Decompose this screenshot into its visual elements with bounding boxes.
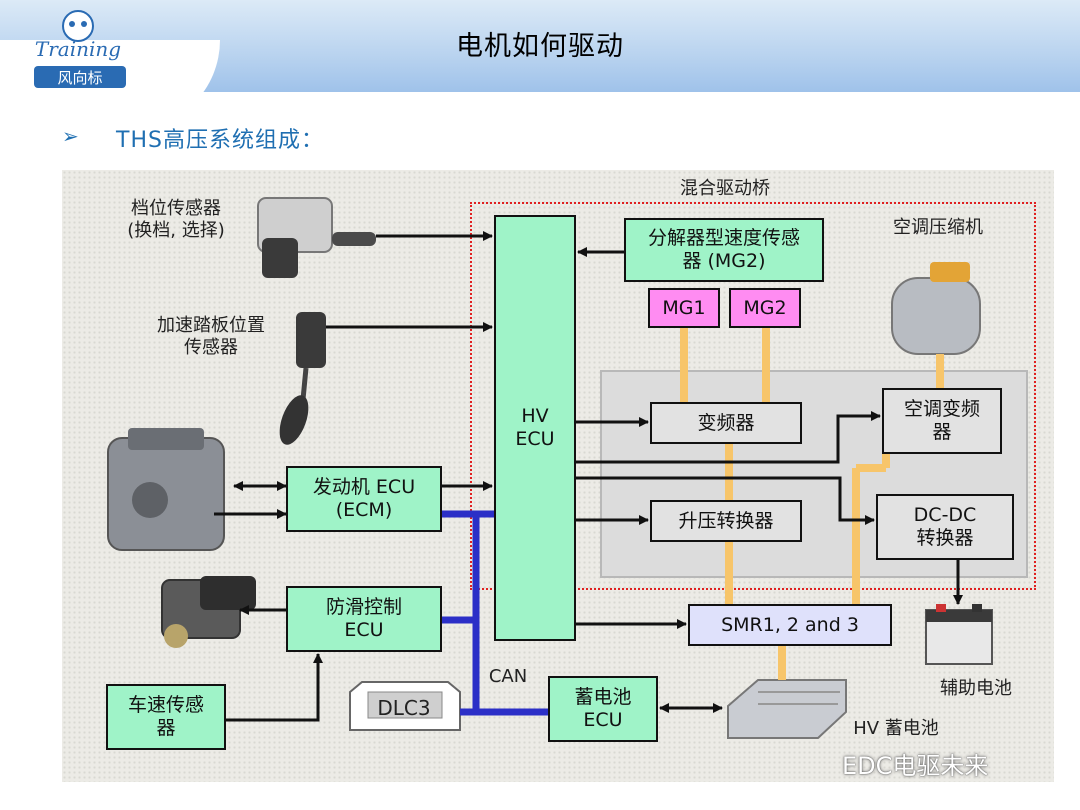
speed-sensor-line2: 器 — [156, 717, 176, 739]
skid-ecu-line2: ECU — [344, 619, 384, 641]
mg1-box: MG1 — [648, 288, 720, 328]
logo-subtext: 风向标 — [57, 69, 102, 87]
hv-ecu-line2: ECU — [515, 428, 555, 450]
dcdc-line2: 转换器 — [916, 527, 974, 549]
page-title: 电机如何驱动 — [456, 31, 624, 62]
boost-converter-box: 升压转换器 — [650, 500, 802, 542]
dlc3-connector-icon — [349, 681, 461, 731]
engine-ecu-line1: 发动机 ECU — [312, 476, 416, 498]
hv-battery-pack-icon — [727, 679, 847, 739]
mg2-box: MG2 — [729, 288, 801, 328]
inverter-box: 变频器 — [650, 402, 802, 444]
resolver-line2: 器 (MG2) — [682, 250, 766, 272]
inverter-label: 变频器 — [697, 411, 755, 434]
mg1-label: MG1 — [662, 296, 706, 319]
brand-logo: Training 风向标 — [34, 10, 126, 88]
smr-label: SMR1, 2 and 3 — [721, 613, 859, 636]
engine-ecu-box: 发动机 ECU(ECM) — [286, 466, 442, 532]
dcdc-line1: DC-DC — [913, 504, 977, 526]
section-subtitle: THS高压系统组成： — [116, 128, 324, 153]
ac-compressor-icon — [891, 262, 981, 355]
can-bus — [442, 510, 548, 716]
accelerator-pedal-icon — [279, 312, 326, 445]
bullet-arrow-icon: ➢ — [62, 124, 79, 148]
speed-sensor-line1: 车速传感 — [127, 694, 204, 716]
speed-sensor-box: 车速传感器 — [106, 684, 226, 750]
power-lines — [680, 328, 944, 680]
can-label: CAN — [488, 666, 528, 687]
shift-sensor-title: 档位传感器 — [131, 198, 221, 219]
ac-inverter-box: 空调变频器 — [882, 388, 1002, 454]
aux-battery-icon — [925, 604, 993, 665]
shift-lever-icon — [257, 197, 376, 278]
accel-sensor-label: 加速踏板位置 传感器 — [140, 315, 282, 359]
hybrid-axle-boundary — [470, 202, 1036, 590]
accel-sensor-line1: 加速踏板位置 — [157, 315, 265, 336]
dlc3-label: DLC3 — [377, 696, 431, 720]
hv-ecu-line1: HV — [521, 405, 549, 427]
hv-battery-label: HV 蓄电池 — [853, 718, 939, 739]
smr-box: SMR1, 2 and 3 — [688, 604, 892, 646]
accel-sensor-line2: 传感器 — [184, 337, 238, 358]
aux-battery-label: 辅助电池 — [940, 678, 1012, 699]
skid-ecu-line1: 防滑控制 — [325, 596, 402, 618]
engine-ecu-line2: (ECM) — [335, 499, 393, 521]
logo-text: Training — [35, 37, 121, 61]
watermark-text: EDC电驱未来 — [842, 752, 989, 780]
abs-actuator-icon — [161, 576, 256, 648]
resolver-sensor-box: 分解器型速度传感器 (MG2) — [624, 218, 824, 282]
boost-converter-label: 升压转换器 — [678, 509, 774, 532]
battery-ecu-line2: ECU — [583, 709, 623, 731]
battery-ecu-line1: 蓄电池 — [574, 686, 632, 708]
engine-icon — [107, 428, 225, 551]
hybrid-axle-label: 混合驱动桥 — [680, 178, 770, 199]
shift-sensor-subtitle: (换档, 选择) — [127, 220, 225, 241]
mg2-label: MG2 — [743, 296, 787, 319]
ac-inverter-line2: 器 — [932, 421, 952, 443]
resolver-line1: 分解器型速度传感 — [647, 227, 800, 249]
ac-compressor-label: 空调压缩机 — [893, 217, 983, 238]
shift-sensor-label: 档位传感器 (换档, 选择) — [108, 198, 244, 242]
ac-inverter-line1: 空调变频 — [903, 398, 980, 420]
